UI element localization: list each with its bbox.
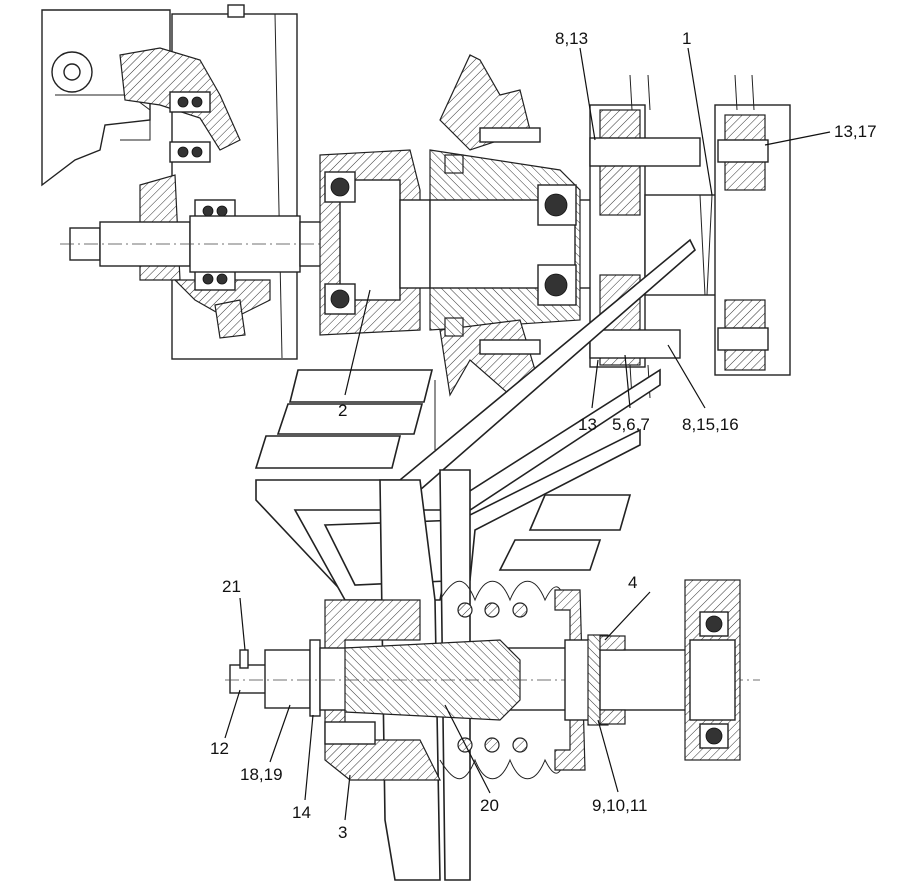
- rib: [629, 74, 633, 111]
- end-bolt-top: [717, 139, 769, 163]
- callout-8-15-16: 8,15,16: [682, 415, 739, 434]
- pulley-bolt-top: [479, 127, 541, 143]
- leader-3: [344, 774, 351, 821]
- leader-20: [444, 704, 491, 794]
- case-lug: [227, 4, 245, 18]
- coupling-bolt-bottom: [589, 329, 681, 359]
- callout-13-17: 13,17: [834, 122, 877, 141]
- ball: [216, 273, 228, 285]
- belt-section-4: [528, 494, 632, 531]
- pulley-groove-top: [439, 54, 531, 151]
- grease-fitting: [239, 649, 249, 669]
- coil: [457, 602, 473, 618]
- tube-break: [706, 194, 713, 296]
- belt-section-2: [276, 403, 424, 435]
- callout-5-6-7: 5,6,7: [612, 415, 650, 434]
- bearing-top-a: [169, 91, 211, 113]
- bearing-top-b: [169, 141, 211, 163]
- output-shaft: [599, 649, 696, 711]
- bearing-lower-right: [537, 264, 577, 306]
- right-bearing-bore: [689, 639, 736, 721]
- housing-edge: [55, 94, 151, 141]
- callout-14: 14: [292, 803, 311, 822]
- callout-18-19: 18,19: [240, 765, 283, 784]
- leader-lines: [224, 47, 831, 821]
- leader-2: [344, 289, 371, 396]
- seal-top: [444, 154, 464, 174]
- nut-18-19: [264, 649, 311, 709]
- housing-bolt: [324, 721, 376, 745]
- callout-4: 4: [628, 573, 637, 592]
- ball: [330, 289, 350, 309]
- ball: [177, 96, 189, 108]
- ball: [705, 727, 723, 745]
- ball: [216, 205, 228, 217]
- ball: [202, 273, 214, 285]
- coil: [484, 602, 500, 618]
- coil: [512, 602, 528, 618]
- callout-3: 3: [338, 823, 347, 842]
- rib: [751, 74, 755, 111]
- shaft-collar-top: [599, 635, 626, 651]
- spring-top: [439, 580, 566, 602]
- flange-seal: [214, 299, 246, 339]
- housing-bore: [63, 63, 81, 81]
- leader-13: [591, 359, 599, 409]
- leader-21: [239, 597, 246, 651]
- tensioner-housing: [324, 599, 441, 781]
- leader-18-19: [269, 704, 291, 763]
- spring-bottom: [439, 758, 566, 780]
- bearing-lower-left: [324, 283, 356, 315]
- callout-13: 13: [578, 415, 597, 434]
- upper-assembly: [41, 4, 791, 399]
- callout-9-10-11: 9,10,11: [592, 796, 647, 815]
- case-wall: [274, 13, 283, 359]
- leader-1: [687, 47, 713, 196]
- ball: [544, 273, 568, 297]
- tube-break: [699, 194, 706, 296]
- belt-section-5: [498, 539, 602, 571]
- coupling-bolt-top: [589, 137, 701, 167]
- coil: [512, 737, 528, 753]
- pulley-bolt-bottom: [479, 339, 541, 355]
- leader-8-15-16: [667, 344, 706, 409]
- rib: [647, 74, 651, 111]
- ball: [202, 205, 214, 217]
- leader-4: [604, 591, 651, 641]
- ball: [191, 96, 203, 108]
- ball: [705, 615, 723, 633]
- seal-bottom: [444, 317, 464, 337]
- ball: [330, 177, 350, 197]
- ball: [191, 146, 203, 158]
- callout-8-13: 8,13: [555, 29, 588, 48]
- leader-8-13: [579, 47, 596, 141]
- shaft-collar-bottom: [599, 709, 626, 725]
- leader-14: [304, 714, 314, 801]
- callout-2: 2: [338, 401, 347, 420]
- leader-12: [224, 689, 241, 739]
- callout-12: 12: [210, 739, 229, 758]
- ball: [177, 146, 189, 158]
- leader-13-17: [764, 131, 831, 146]
- belt-section-3: [254, 435, 402, 469]
- leader-9-10-11: [597, 719, 619, 793]
- callout-20: 20: [480, 796, 499, 815]
- rib: [734, 74, 738, 111]
- callout-labels: 8,13 1 13,17 2 13 5,6,7 8,15,16 4 21 12 …: [210, 29, 877, 842]
- belt-section-1: [288, 369, 434, 403]
- leader-5-6-7: [624, 354, 631, 409]
- axle-nut-end: [229, 664, 271, 694]
- lower-assembly: [225, 469, 760, 881]
- washer-14: [309, 639, 321, 717]
- coil: [484, 737, 500, 753]
- axle-bushing: [344, 639, 521, 721]
- end-bolt-bottom: [717, 327, 769, 351]
- callout-21: 21: [222, 577, 241, 596]
- callout-1: 1: [682, 29, 691, 48]
- ball: [544, 193, 568, 217]
